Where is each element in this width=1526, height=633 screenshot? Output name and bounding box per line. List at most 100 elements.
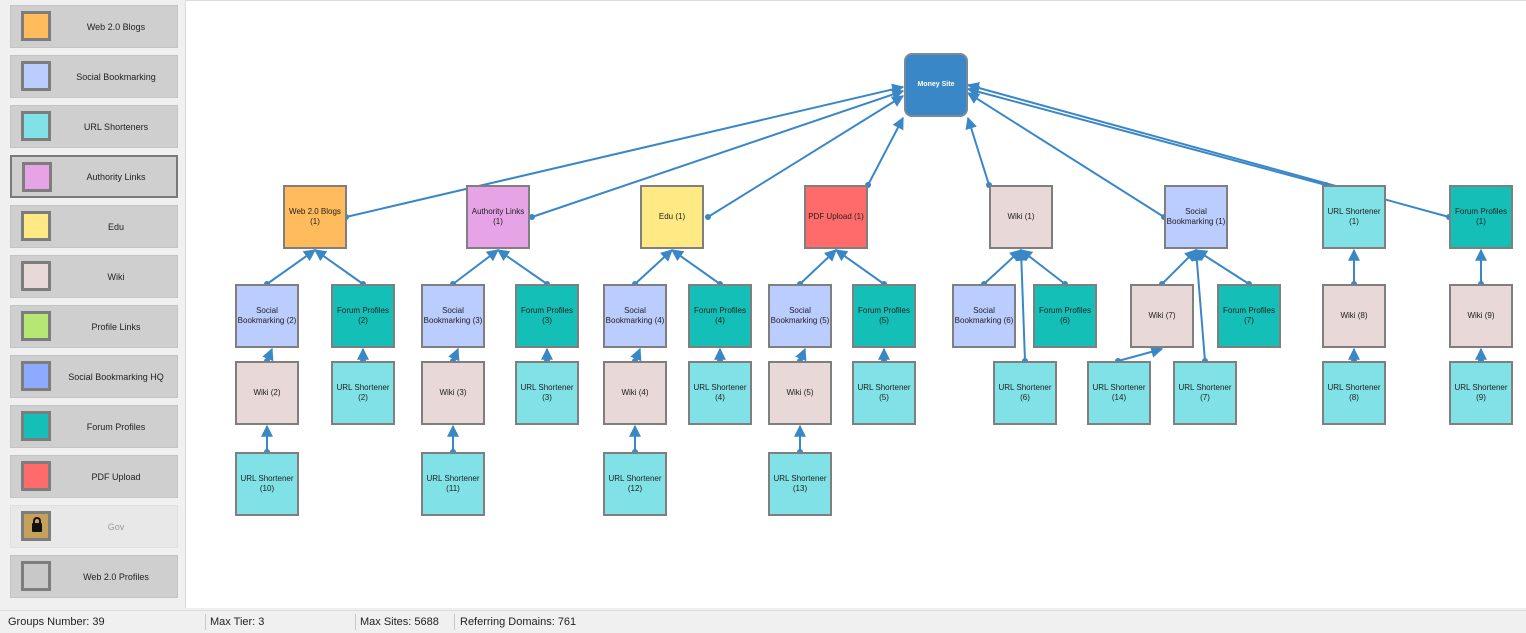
status-bar: Groups Number: 39 Max Tier: 3 Max Sites:… bbox=[0, 610, 1526, 633]
node-wiki-4[interactable]: Wiki (4) bbox=[603, 361, 667, 425]
node-label: Social Bookmarking (6) bbox=[954, 306, 1014, 325]
node-forum-profiles-2[interactable]: Forum Profiles (2) bbox=[331, 284, 395, 348]
node-wiki-5[interactable]: Wiki (5) bbox=[768, 361, 832, 425]
node-label: URL Shortener (12) bbox=[608, 474, 662, 493]
link-edge bbox=[983, 249, 1022, 285]
referring-domains-status: Referring Domains: 761 bbox=[460, 616, 577, 628]
link-edge bbox=[1161, 249, 1197, 285]
edge-anchor-dot bbox=[705, 214, 711, 220]
node-label: URL Shortener (9) bbox=[1454, 383, 1508, 402]
palette-item-forum-profiles[interactable]: Forum Profiles bbox=[10, 405, 178, 448]
palette-item-label: Web 2.0 Blogs bbox=[86, 21, 146, 32]
node-authority-links-1[interactable]: Authority Links (1) bbox=[466, 185, 530, 249]
link-edge bbox=[266, 249, 316, 285]
node-url-shortener-12[interactable]: URL Shortener (12) bbox=[603, 452, 667, 516]
node-label: Edu (1) bbox=[658, 212, 686, 221]
palette-item-social-bookmarking[interactable]: Social Bookmarking bbox=[10, 55, 178, 98]
node-social-bookmarking-2[interactable]: Social Bookmarking (2) bbox=[235, 284, 299, 348]
node-label: Forum Profiles (6) bbox=[1038, 306, 1091, 325]
node-url-shortener-3[interactable]: URL Shortener (3) bbox=[515, 361, 579, 425]
color-swatch bbox=[21, 261, 51, 291]
node-label: Wiki (8) bbox=[1340, 311, 1368, 320]
palette-item-wiki[interactable]: Wiki bbox=[10, 255, 178, 298]
node-label: Forum Profiles (2) bbox=[336, 306, 389, 325]
node-label: Authority Links (1) bbox=[471, 207, 525, 226]
palette-item-url-shorteners[interactable]: URL Shorteners bbox=[10, 105, 178, 148]
node-label: Forum Profiles (1) bbox=[1454, 207, 1507, 226]
node-label: Wiki (3) bbox=[439, 388, 467, 397]
node-label: URL Shortener (1) bbox=[1327, 207, 1381, 226]
node-label: URL Shortener (3) bbox=[520, 383, 574, 402]
palette-item-label: Social Bookmarking HQ bbox=[68, 371, 164, 382]
node-money-site[interactable]: Money Site bbox=[904, 53, 968, 117]
palette-item-label: Wiki bbox=[107, 271, 125, 282]
node-label: URL Shortener (2) bbox=[336, 383, 390, 402]
palette-item-web20-blogs[interactable]: Web 2.0 Blogs bbox=[10, 5, 178, 48]
node-wiki-9[interactable]: Wiki (9) bbox=[1449, 284, 1513, 348]
node-label: Wiki (9) bbox=[1467, 311, 1495, 320]
palette-item-pdf-upload[interactable]: PDF Upload bbox=[10, 455, 178, 498]
node-url-shortener-4[interactable]: URL Shortener (4) bbox=[688, 361, 752, 425]
node-url-shortener-1[interactable]: URL Shortener (1) bbox=[1322, 185, 1386, 249]
node-url-shortener-9[interactable]: URL Shortener (9) bbox=[1449, 361, 1513, 425]
node-edu-1[interactable]: Edu (1) bbox=[640, 185, 704, 249]
node-forum-profiles-5[interactable]: Forum Profiles (5) bbox=[852, 284, 916, 348]
link-pyramid-canvas[interactable]: Money Site Web 2.0 Blogs (1) Authority L… bbox=[185, 0, 1526, 608]
node-wiki-3[interactable]: Wiki (3) bbox=[421, 361, 485, 425]
node-url-shortener-2[interactable]: URL Shortener (2) bbox=[331, 361, 395, 425]
node-url-shortener-13[interactable]: URL Shortener (13) bbox=[768, 452, 832, 516]
node-forum-profiles-4[interactable]: Forum Profiles (4) bbox=[688, 284, 752, 348]
node-url-shortener-7[interactable]: URL Shortener (7) bbox=[1173, 361, 1237, 425]
node-wiki-7[interactable]: Wiki (7) bbox=[1130, 284, 1194, 348]
link-edge bbox=[671, 249, 721, 285]
node-wiki-2[interactable]: Wiki (2) bbox=[235, 361, 299, 425]
palette-item-label: Edu bbox=[107, 221, 124, 232]
node-pdf-upload-1[interactable]: PDF Upload (1) bbox=[804, 185, 868, 249]
node-url-shortener-8[interactable]: URL Shortener (8) bbox=[1322, 361, 1386, 425]
palette-item-authority-links[interactable]: Authority Links bbox=[10, 155, 178, 198]
color-swatch bbox=[21, 111, 51, 141]
node-label: Social Bookmarking (2) bbox=[237, 306, 297, 325]
node-label: Social Bookmarking (1) bbox=[1166, 207, 1226, 226]
link-edge bbox=[497, 249, 548, 285]
node-web20-blogs-1[interactable]: Web 2.0 Blogs (1) bbox=[283, 185, 347, 249]
node-url-shortener-10[interactable]: URL Shortener (10) bbox=[235, 452, 299, 516]
palette-item-social-bookmarking-hq[interactable]: Social Bookmarking HQ bbox=[10, 355, 178, 398]
node-label: Web 2.0 Blogs (1) bbox=[289, 207, 341, 226]
palette-item-label: URL Shorteners bbox=[83, 121, 149, 132]
node-label: URL Shortener (7) bbox=[1178, 383, 1232, 402]
node-label: PDF Upload (1) bbox=[808, 212, 864, 221]
node-wiki-1[interactable]: Wiki (1) bbox=[989, 185, 1053, 249]
palette-item-label: Forum Profiles bbox=[86, 421, 146, 432]
node-label: URL Shortener (11) bbox=[426, 474, 480, 493]
edge-anchor-dot bbox=[529, 214, 535, 220]
link-edge bbox=[314, 249, 364, 285]
node-label: Social Bookmarking (4) bbox=[605, 306, 665, 325]
link-edge bbox=[634, 249, 673, 285]
link-edge bbox=[965, 116, 990, 186]
palette-item-profile-links[interactable]: Profile Links bbox=[10, 305, 178, 348]
node-social-bookmarking-3[interactable]: Social Bookmarking (3) bbox=[421, 284, 485, 348]
node-url-shortener-14[interactable]: URL Shortener (14) bbox=[1087, 361, 1151, 425]
node-url-shortener-5[interactable]: URL Shortener (5) bbox=[852, 361, 916, 425]
palette-item-edu[interactable]: Edu bbox=[10, 205, 178, 248]
node-url-shortener-11[interactable]: URL Shortener (11) bbox=[421, 452, 485, 516]
palette-item-gov[interactable]: Gov bbox=[10, 505, 178, 548]
node-social-bookmarking-5[interactable]: Social Bookmarking (5) bbox=[768, 284, 832, 348]
link-edge bbox=[835, 249, 885, 285]
node-social-bookmarking-1[interactable]: Social Bookmarking (1) bbox=[1164, 185, 1228, 249]
node-forum-profiles-1[interactable]: Forum Profiles (1) bbox=[1449, 185, 1513, 249]
node-label: URL Shortener (6) bbox=[998, 383, 1052, 402]
node-wiki-8[interactable]: Wiki (8) bbox=[1322, 284, 1386, 348]
node-forum-profiles-7[interactable]: Forum Profiles (7) bbox=[1217, 284, 1281, 348]
link-edge bbox=[867, 116, 904, 186]
palette-item-web20-profiles[interactable]: Web 2.0 Profiles bbox=[10, 555, 178, 598]
link-edge bbox=[1020, 249, 1066, 285]
node-social-bookmarking-4[interactable]: Social Bookmarking (4) bbox=[603, 284, 667, 348]
node-forum-profiles-3[interactable]: Forum Profiles (3) bbox=[515, 284, 579, 348]
node-label: Wiki (4) bbox=[621, 388, 649, 397]
node-forum-profiles-6[interactable]: Forum Profiles (6) bbox=[1033, 284, 1097, 348]
link-edge bbox=[531, 88, 905, 218]
node-social-bookmarking-6[interactable]: Social Bookmarking (6) bbox=[952, 284, 1016, 348]
node-url-shortener-6[interactable]: URL Shortener (6) bbox=[993, 361, 1057, 425]
